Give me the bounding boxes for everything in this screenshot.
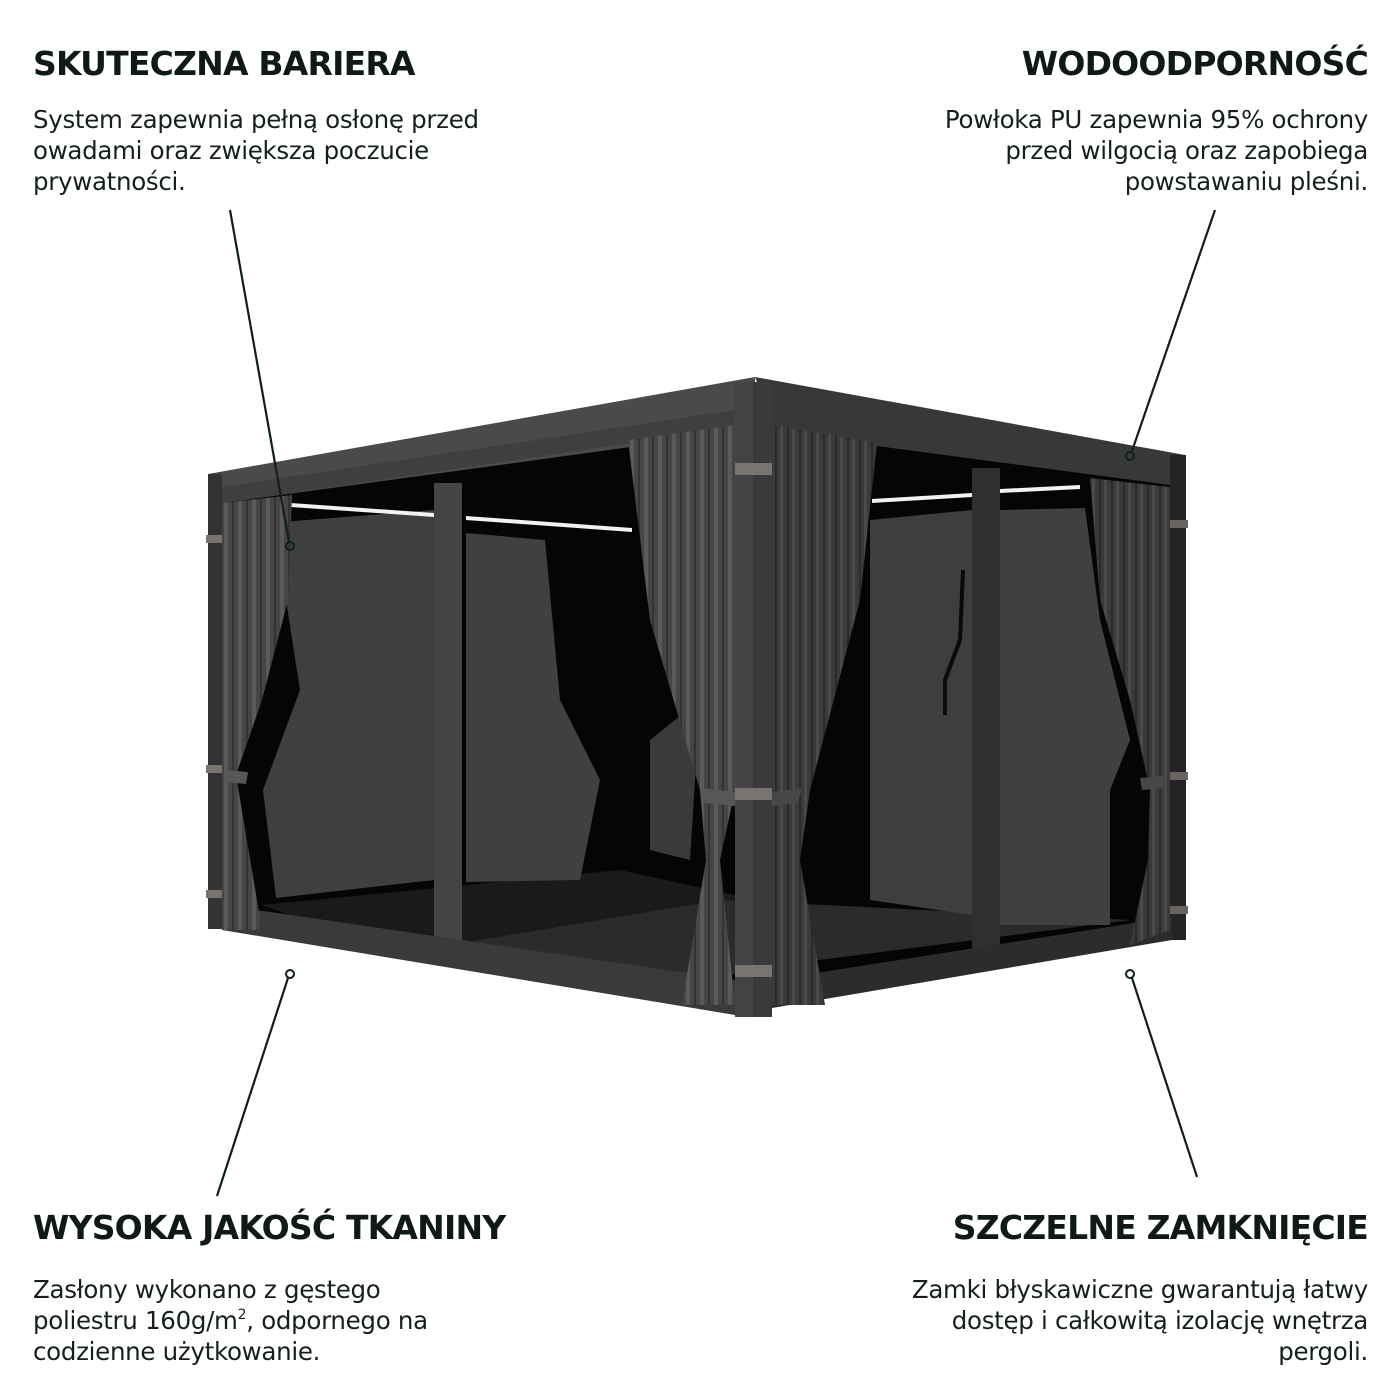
callout-pointers (215, 209, 1217, 1197)
feature-description: Zamki błyskawiczne gwarantują łatwy dost… (911, 1275, 1368, 1366)
pergola-interior (222, 430, 1172, 990)
callout-line-fabric (215, 977, 290, 1197)
zipper-cord (943, 569, 965, 715)
feature-title: SKUTECZNA BARIERA (33, 44, 415, 83)
callout-line-zipper (1130, 977, 1199, 1178)
mosquito-nets (263, 508, 1130, 925)
callout-dot-zipper (1125, 969, 1135, 979)
callout-line-barrier (228, 209, 291, 543)
curtains (222, 425, 1170, 1005)
feature-insect-barrier: SKUTECZNA BARIERA System zapewnia pełną … (33, 44, 673, 197)
feature-description: Powłoka PU zapewnia 95% ochrony przed wi… (944, 105, 1368, 196)
feature-tight-closure: SZCZELNE ZAMKNIĘCIE Zamki błyskawiczne g… (728, 1208, 1369, 1367)
feature-fabric-quality: WYSOKA JAKOŚĆ TKANINY Zasłony wykonano z… (33, 1208, 673, 1367)
feature-title: SZCZELNE ZAMKNIĘCIE (952, 1208, 1369, 1247)
callout-line-waterproof (1130, 209, 1217, 452)
feature-title: WYSOKA JAKOŚĆ TKANINY (33, 1208, 506, 1247)
callout-dot-barrier (285, 541, 295, 551)
feature-description: System zapewnia pełną osłonę przed owada… (33, 105, 479, 196)
feature-title: WODOODPORNOŚĆ (1021, 44, 1369, 83)
feature-description: Zasłony wykonano z gęstego poliestru 160… (33, 1275, 428, 1366)
pergola-frame (206, 377, 1188, 1017)
callout-dot-waterproof (1125, 451, 1135, 461)
pergola-floor (262, 870, 1130, 985)
callout-dot-fabric (285, 969, 295, 979)
feature-waterproof: WODOODPORNOŚĆ Powłoka PU zapewnia 95% oc… (728, 44, 1369, 197)
led-strips (262, 485, 1080, 532)
